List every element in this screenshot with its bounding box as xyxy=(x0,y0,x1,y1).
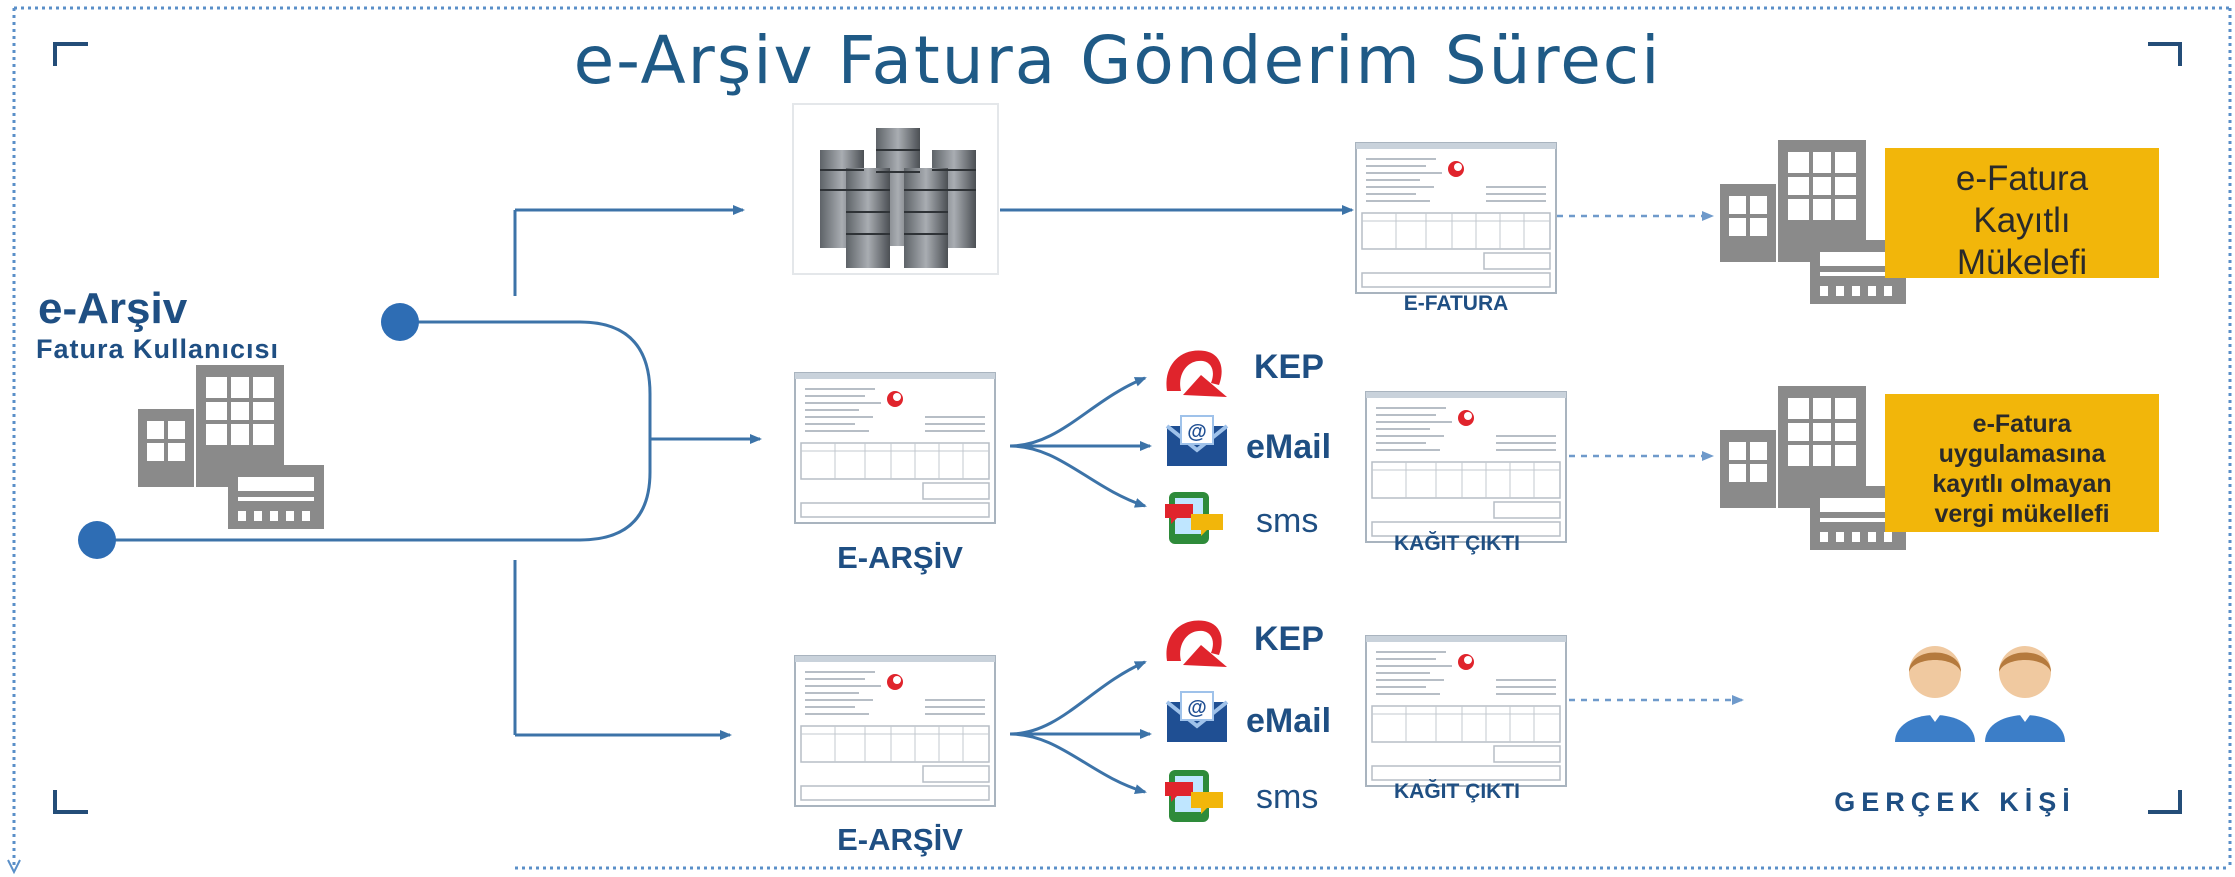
recipient-real-person: GERÇEK KİŞİ xyxy=(1834,787,2076,817)
user-title: e-Arşiv xyxy=(38,284,188,333)
invoice-icon-kagit-1 xyxy=(1365,391,1567,543)
caption-earsiv-2: E-ARŞİV xyxy=(837,822,963,857)
channel-sms-2: sms xyxy=(1256,778,1319,816)
invoice-icon-efatura xyxy=(1355,142,1557,294)
recipient-unregistered: e-Fatura uygulamasına kayıtlı olmayan ve… xyxy=(1885,394,2159,532)
caption-kagit-1: KAĞIT ÇIKTI xyxy=(1394,532,1520,555)
sms-icon-1 xyxy=(1165,492,1223,544)
recipient-registered: e-Fatura Kayıtlı Mükelefi xyxy=(1885,148,2159,282)
servers-icon xyxy=(792,103,999,275)
recipient-registered-line-2: Kayıtlı xyxy=(1973,201,2071,240)
caption-earsiv-1: E-ARŞİV xyxy=(837,540,963,575)
start-dot xyxy=(381,303,419,341)
kep-icon-1 xyxy=(1166,350,1227,397)
recipient-registered-line-3: Mükelefi xyxy=(1956,243,2088,282)
sms-icon-2 xyxy=(1165,770,1223,822)
building-icon-user xyxy=(138,365,324,529)
channel-email-2: eMail xyxy=(1246,702,1332,740)
kep-icon-2 xyxy=(1166,620,1227,667)
user-subtitle: Fatura Kullanıcısı xyxy=(36,334,280,364)
recipient-unregistered-line-4: vergi mükellefi xyxy=(1934,500,2110,528)
recipient-unregistered-line-3: kayıtlı olmayan xyxy=(1932,470,2112,498)
building-icon-unregistered xyxy=(1720,386,1906,550)
corner-brackets xyxy=(53,42,2182,814)
user-flow-lines xyxy=(97,205,1354,740)
invoice-icon-earsiv-2 xyxy=(794,655,996,807)
invoice-icon-kagit-2 xyxy=(1365,635,1567,787)
caption-kagit-2: KAĞIT ÇIKTI xyxy=(1394,780,1520,803)
email-icon-2 xyxy=(1165,690,1229,744)
channel-kep-1: KEP xyxy=(1254,348,1324,386)
people-icon xyxy=(1895,646,2065,742)
channel-kep-2: KEP xyxy=(1254,620,1324,658)
recipient-registered-line-1: e-Fatura xyxy=(1955,159,2089,198)
building-icon-registered xyxy=(1720,140,1906,304)
invoice-icon-earsiv-1 xyxy=(794,372,996,524)
frame xyxy=(7,6,2232,875)
channel-sms-1: sms xyxy=(1256,502,1319,540)
fan-out-middle xyxy=(1009,376,1152,508)
recipient-unregistered-line-2: uygulamasına xyxy=(1938,440,2106,468)
channel-email-1: eMail xyxy=(1246,428,1332,466)
dashed-arrows xyxy=(1545,211,1744,705)
end-dot xyxy=(78,521,116,559)
page-title: e-Arşiv Fatura Gönderim Süreci xyxy=(573,22,1662,99)
fan-out-bottom xyxy=(1009,660,1152,795)
recipient-unregistered-line-1: e-Fatura xyxy=(1972,410,2072,438)
caption-efatura: E-FATURA xyxy=(1403,292,1509,315)
email-icon-1 xyxy=(1165,414,1229,468)
